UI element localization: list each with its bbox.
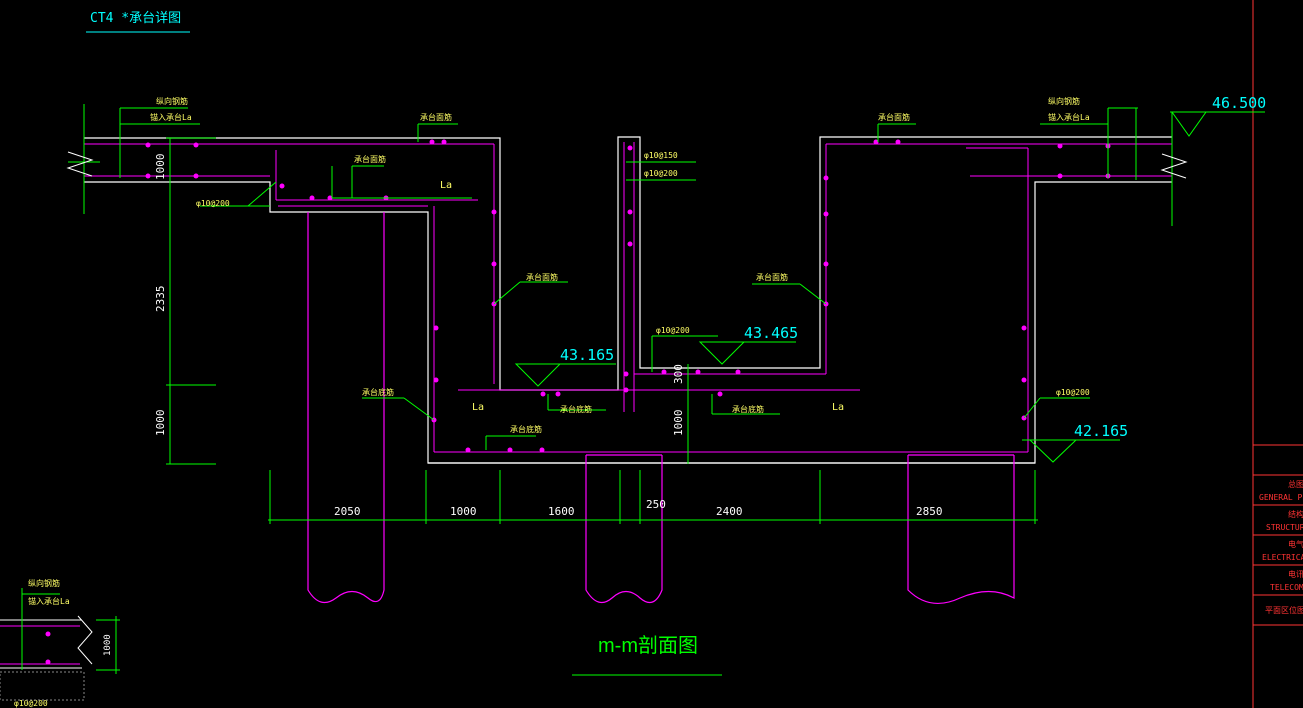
note-stirrup-e: φ10@200 bbox=[1056, 388, 1090, 397]
elevation-bottom: 42.165 bbox=[1074, 422, 1128, 440]
note-cap-top-bar-2: 承台面筋 bbox=[354, 154, 386, 164]
note-stirrup-a: φ10@200 bbox=[196, 199, 230, 208]
note-cap-bottom-4: 承台底筋 bbox=[732, 404, 764, 414]
dim-h-250: 250 bbox=[646, 498, 666, 511]
tb-row-general-en: GENERAL P bbox=[1259, 493, 1303, 502]
rebar-lines bbox=[84, 142, 1172, 453]
tb-row-electrical-cn: 电气 bbox=[1288, 539, 1303, 549]
elevation-top-right: 46.500 bbox=[1212, 94, 1266, 112]
elevation-pit-left: 43.165 bbox=[560, 346, 614, 364]
title-block: 总图 GENERAL P 结构 STRUCTUR 电气 ELECTRICA 电讯… bbox=[1252, 0, 1303, 708]
note-lap-1: La bbox=[440, 180, 452, 191]
tb-row-structure-en: STRUCTUR bbox=[1266, 523, 1303, 532]
dim-h-1600: 1600 bbox=[548, 505, 575, 518]
tb-row-telecom-cn: 电讯 bbox=[1288, 569, 1303, 579]
note-lap-3: La bbox=[832, 402, 844, 413]
dim-v-1000-bottom: 1000 bbox=[154, 410, 167, 437]
dim-h-1000: 1000 bbox=[450, 505, 477, 518]
note-stirrup-d: φ10@200 bbox=[656, 326, 690, 335]
tb-row-structure-cn: 结构 bbox=[1288, 509, 1303, 519]
note-beam-bar-left-2: 锚入承台La bbox=[150, 112, 192, 122]
note-corner-bar-2: 锚入承台La bbox=[28, 596, 70, 606]
note-cap-side-right: 承台面筋 bbox=[756, 272, 788, 282]
tb-row-general-cn: 总图 bbox=[1288, 479, 1303, 489]
concrete-outline bbox=[84, 136, 1172, 464]
rebar-dots bbox=[145, 139, 1111, 453]
note-corner-bar-1: 纵向钢筋 bbox=[28, 578, 60, 588]
piles bbox=[307, 212, 1015, 605]
dim-h-2850: 2850 bbox=[916, 505, 943, 518]
elevation-markers bbox=[514, 111, 1207, 463]
note-cap-bottom-1: 承台底筋 bbox=[362, 387, 394, 397]
note-beam-bar-left-1: 纵向钢筋 bbox=[156, 96, 188, 106]
note-beam-bar-right-1: 纵向钢筋 bbox=[1048, 96, 1080, 106]
note-stirrup-f: φ10@200 bbox=[14, 699, 48, 708]
note-cap-bottom-3: 承台底筋 bbox=[560, 404, 592, 414]
dim-v-300: 300 bbox=[672, 364, 685, 384]
note-cap-top-bar-3: 承台面筋 bbox=[878, 112, 910, 122]
note-cap-top-bar-1: 承台面筋 bbox=[420, 112, 452, 122]
corner-detail: 纵向钢筋 锚入承台La 1000 bbox=[0, 578, 120, 701]
dim-h-2400: 2400 bbox=[716, 505, 743, 518]
tb-row-telecom-en: TELECOM bbox=[1270, 583, 1303, 592]
section-title: m-m剖面图 bbox=[598, 634, 698, 657]
dimension-lines bbox=[68, 104, 1265, 524]
note-lap-2: La bbox=[472, 402, 484, 413]
tb-row-electrical-en: ELECTRICA bbox=[1262, 553, 1303, 562]
dim-h-2050: 2050 bbox=[334, 505, 361, 518]
corner-dim: 1000 bbox=[103, 634, 113, 656]
note-cap-bottom-2: 承台底筋 bbox=[510, 424, 542, 434]
note-stirrup-b: φ10@150 bbox=[644, 151, 678, 160]
drawing-header-title: CT4 *承台详图 bbox=[90, 11, 181, 26]
dim-v-1000-mid: 1000 bbox=[672, 410, 685, 437]
note-cap-side-left: 承台面筋 bbox=[526, 272, 558, 282]
elevation-pit-right: 43.465 bbox=[744, 324, 798, 342]
note-stirrup-c: φ10@200 bbox=[644, 169, 678, 178]
dim-v-1000-top: 1000 bbox=[154, 154, 167, 181]
note-beam-bar-right-2: 锚入承台La bbox=[1048, 112, 1090, 122]
dim-v-2335: 2335 bbox=[154, 286, 167, 313]
break-marks bbox=[66, 151, 1188, 179]
tb-row-keyplan-cn: 平面区位图 bbox=[1265, 605, 1303, 615]
